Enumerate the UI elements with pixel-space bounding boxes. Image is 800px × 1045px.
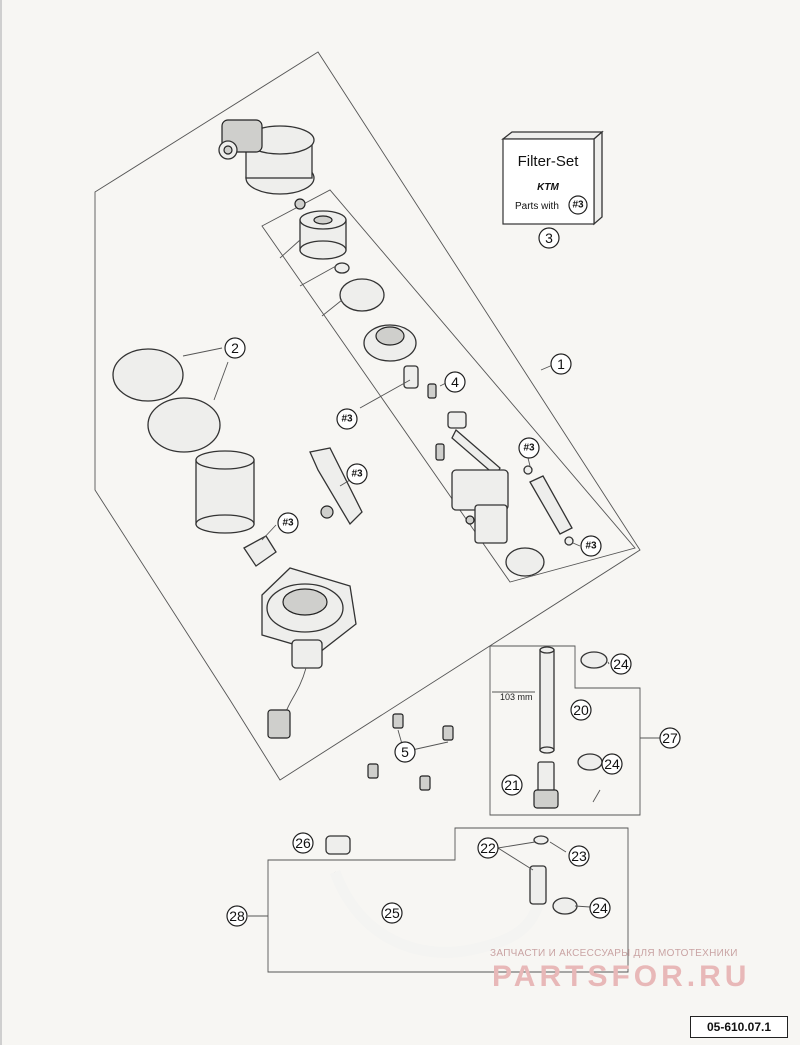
callout-2: 2 xyxy=(224,337,246,359)
svg-text:20: 20 xyxy=(573,702,589,718)
pump-body xyxy=(435,411,509,544)
clamp-26 xyxy=(325,835,351,855)
callout-21: 21 xyxy=(501,774,523,796)
callout-3: 3 xyxy=(538,227,560,249)
o-ring-small-3 xyxy=(564,536,574,546)
svg-text:24: 24 xyxy=(604,756,620,772)
bolts-5 xyxy=(367,713,454,791)
o-ring-large-2 xyxy=(505,547,545,577)
pump-head xyxy=(218,119,315,195)
callout-1: 1 xyxy=(550,353,572,375)
svg-text:4: 4 xyxy=(451,374,459,390)
svg-text:27: 27 xyxy=(662,730,678,746)
o-ring-small-2 xyxy=(523,465,533,475)
sleeve xyxy=(403,365,419,389)
callout-4: 4 xyxy=(444,371,466,393)
assembly-outline xyxy=(94,51,641,781)
svg-text:#3: #3 xyxy=(341,414,353,425)
filter-set-title: Filter-Set xyxy=(518,153,580,170)
svg-text:1: 1 xyxy=(557,356,565,372)
pump-flange xyxy=(261,567,357,739)
callout-24-c: 24 xyxy=(589,897,611,919)
callout-28: 28 xyxy=(226,905,248,927)
holder-plate xyxy=(309,447,363,526)
clamp-24-c xyxy=(552,897,578,915)
svg-text:22: 22 xyxy=(480,840,496,856)
o-ring-2a xyxy=(112,348,184,402)
svg-text:3: 3 xyxy=(545,230,553,246)
clip-bracket xyxy=(243,535,277,567)
svg-text:#3: #3 xyxy=(282,518,294,529)
o-ring-23 xyxy=(533,835,549,845)
ref-hash3-c: #3 xyxy=(346,463,368,485)
callout-23: 23 xyxy=(568,845,590,867)
watermark-caption: ЗАПЧАСТИ И АКСЕССУАРЫ ДЛЯ МОТОТЕХНИКИ xyxy=(490,948,738,959)
ref-hash3-b: #3 xyxy=(518,437,540,459)
hose-set-outline xyxy=(489,645,641,816)
watermark-logo: PARTSFOR.RU xyxy=(492,960,751,993)
clamp-24-b xyxy=(577,753,603,771)
fuel-pipe xyxy=(529,475,573,535)
nipple-22 xyxy=(529,865,547,905)
filter-set-box: Filter-Set KTM Parts with #3 xyxy=(501,130,604,226)
svg-text:#3: #3 xyxy=(523,443,535,454)
dimension-label: 103 mm xyxy=(500,692,533,702)
o-ring-large-1 xyxy=(339,278,385,312)
callout-22: 22 xyxy=(477,837,499,859)
svg-text:5: 5 xyxy=(401,744,409,760)
clamp-24-a xyxy=(580,651,608,669)
filter-set-ref: #3 xyxy=(572,200,584,211)
page-edge xyxy=(0,0,2,1045)
brand-logo: KTM xyxy=(537,182,559,193)
hose-20 xyxy=(539,649,555,751)
fuel-filter xyxy=(299,210,347,260)
svg-text:#3: #3 xyxy=(585,541,597,552)
callout-26: 26 xyxy=(292,832,314,854)
callout-24-a: 24 xyxy=(610,653,632,675)
small-o-ring xyxy=(294,198,306,210)
callout-5: 5 xyxy=(394,741,416,763)
ref-hash3-d: #3 xyxy=(277,512,299,534)
drawing-number: 05-610.07.1 xyxy=(690,1016,788,1038)
filter-sleeve xyxy=(195,450,255,534)
svg-text:28: 28 xyxy=(229,908,245,924)
svg-text:25: 25 xyxy=(384,905,400,921)
o-ring-2b xyxy=(147,397,221,453)
svg-text:21: 21 xyxy=(504,777,520,793)
connector-21 xyxy=(533,761,559,809)
clip-nut xyxy=(320,505,334,519)
callout-27: 27 xyxy=(659,727,681,749)
pressure-regulator xyxy=(363,324,417,362)
svg-text:26: 26 xyxy=(295,835,311,851)
svg-text:24: 24 xyxy=(592,900,608,916)
o-ring-small-1 xyxy=(334,262,350,274)
svg-text:24: 24 xyxy=(613,656,629,672)
callout-24-b: 24 xyxy=(601,753,623,775)
screw-4 xyxy=(427,383,437,399)
ref-hash3-e: #3 xyxy=(580,535,602,557)
callout-25: 25 xyxy=(381,902,403,924)
filter-set-sub: Parts with xyxy=(515,201,559,212)
inner-outline xyxy=(261,189,636,583)
svg-text:2: 2 xyxy=(231,340,239,356)
hose-set-2-outline xyxy=(267,827,629,973)
ref-hash3-a: #3 xyxy=(336,408,358,430)
callout-20: 20 xyxy=(570,699,592,721)
svg-text:#3: #3 xyxy=(351,469,363,480)
svg-text:23: 23 xyxy=(571,848,587,864)
